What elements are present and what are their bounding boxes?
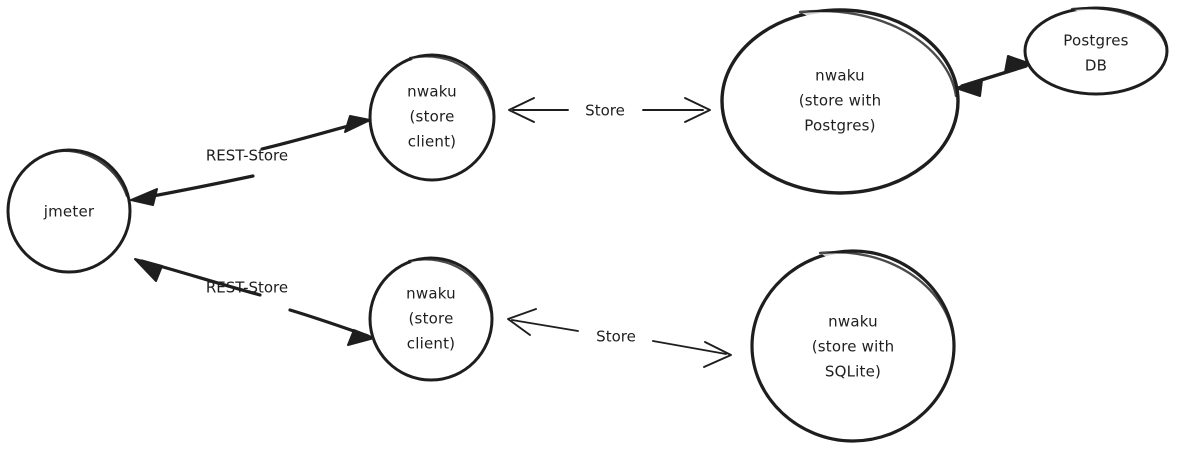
node-store-client-top[interactable]: nwaku (store client) (368, 53, 496, 182)
node-postgres-db-label-line2: DB (1085, 57, 1107, 75)
edge-label-store-bottom: Store (596, 328, 636, 346)
node-jmeter-sketch-overstroke (58, 149, 129, 198)
edge-line-store-bottom-right (652, 340, 727, 355)
node-nwaku-postgres-sketch-overstroke (798, 9, 958, 98)
arrowhead-left-postgres-db (955, 79, 983, 97)
node-postgres-db-sketch-overstroke (1070, 7, 1168, 48)
edge-jmeter-to-client-bottom[interactable]: REST-Store (134, 258, 375, 346)
arrowhead-left-rest-store-top (130, 188, 158, 206)
node-postgres-db-label-line1: Postgres (1063, 32, 1128, 50)
node-store-client-top-sketch-overstroke (408, 55, 495, 112)
node-store-client-top-label-line1: nwaku (407, 83, 457, 101)
node-store-client-bottom-label-line1: nwaku (406, 285, 456, 303)
arrowhead-right-rest-store-bottom (347, 329, 375, 346)
node-jmeter-circle (6, 148, 132, 274)
node-nwaku-postgres-label-line3: Postgres) (804, 117, 875, 135)
node-nwaku-postgres-label-line2: (store with (799, 92, 882, 110)
node-store-client-bottom-label-line2: (store (409, 310, 454, 328)
edge-label-rest-store-top: REST-Store (206, 147, 288, 165)
node-store-client-bottom[interactable]: nwaku (store client) (368, 256, 494, 382)
edge-label-rest-store-bottom: REST-Store (206, 279, 288, 297)
node-jmeter-label-line1: jmeter (43, 203, 95, 221)
edge-client-bottom-to-sqlite[interactable]: Store (507, 308, 732, 368)
node-nwaku-postgres-label-line1: nwaku (815, 67, 865, 85)
node-postgres-db[interactable]: Postgres DB (1023, 6, 1169, 96)
arrowhead-right-postgres-db (1004, 55, 1032, 73)
node-store-client-top-label-line3: client) (408, 133, 456, 151)
node-nwaku-sqlite-label-line2: (store with (812, 338, 895, 356)
node-store-client-bottom-sketch-overstroke (407, 258, 493, 314)
node-nwaku-postgres[interactable]: nwaku (store with Postgres) (720, 8, 960, 195)
node-store-client-bottom-label-line3: client) (407, 335, 455, 353)
node-nwaku-sqlite[interactable]: nwaku (store with SQLite) (750, 249, 956, 443)
arrowhead-right-store-top (684, 97, 711, 123)
edge-client-top-to-postgres-node[interactable]: Store (508, 97, 711, 123)
node-nwaku-sqlite-label-line1: nwaku (828, 313, 878, 331)
edge-postgres-node-to-db[interactable] (955, 55, 1032, 97)
node-nwaku-sqlite-sketch-overstroke (818, 251, 955, 338)
edge-label-store-top: Store (585, 102, 625, 120)
arrowhead-right-store-bottom (703, 341, 732, 368)
edge-jmeter-to-client-top[interactable]: REST-Store (130, 115, 372, 206)
arrowhead-left-store-bottom (507, 308, 537, 336)
arrowhead-left-store-top (508, 97, 535, 123)
node-nwaku-sqlite-label-line3: SQLite) (825, 363, 881, 381)
arrowhead-left-rest-store-bottom (134, 258, 163, 282)
node-jmeter[interactable]: jmeter (6, 148, 132, 274)
edge-line-store-bottom-left (511, 319, 579, 332)
arrowhead-right-rest-store-top (344, 115, 371, 133)
node-store-client-top-label-line2: (store (410, 108, 455, 126)
